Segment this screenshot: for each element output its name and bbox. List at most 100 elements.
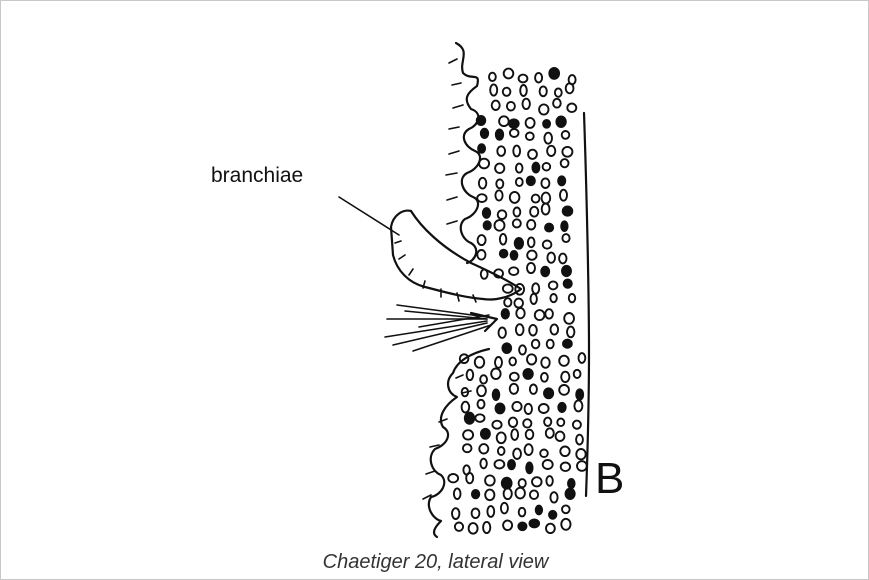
granule bbox=[573, 421, 581, 429]
panel-letter: B bbox=[595, 454, 624, 503]
granule bbox=[477, 250, 485, 260]
granule bbox=[553, 99, 561, 108]
granule bbox=[515, 238, 523, 249]
granule bbox=[454, 488, 461, 499]
granule bbox=[541, 267, 549, 277]
granule bbox=[556, 432, 565, 441]
granule bbox=[499, 328, 506, 338]
granule bbox=[465, 413, 474, 424]
granule bbox=[527, 354, 536, 364]
granule bbox=[500, 234, 506, 245]
dorsal-margin-upper bbox=[456, 43, 480, 263]
granule bbox=[567, 327, 574, 338]
chaetiger-drawing: branchiae B bbox=[1, 1, 869, 549]
granule bbox=[511, 251, 518, 260]
granule bbox=[504, 298, 511, 306]
granule bbox=[519, 75, 528, 83]
granule bbox=[550, 294, 556, 302]
granule bbox=[493, 390, 500, 401]
granule bbox=[513, 449, 521, 459]
granule bbox=[558, 403, 565, 412]
granule bbox=[564, 313, 574, 324]
granule bbox=[503, 88, 511, 96]
granule bbox=[566, 83, 574, 93]
granule bbox=[520, 85, 527, 96]
granule bbox=[514, 208, 521, 217]
granule bbox=[562, 131, 570, 139]
granule bbox=[509, 119, 519, 128]
granule bbox=[509, 267, 518, 275]
granule bbox=[480, 375, 487, 383]
granule bbox=[509, 418, 517, 427]
granule bbox=[477, 116, 486, 125]
granule bbox=[555, 88, 562, 96]
granule bbox=[564, 279, 572, 287]
granule bbox=[562, 234, 569, 242]
granule bbox=[523, 99, 530, 109]
granule bbox=[525, 444, 533, 455]
granule bbox=[547, 146, 555, 156]
granule bbox=[539, 404, 549, 413]
granule bbox=[518, 522, 526, 530]
granule bbox=[563, 340, 572, 348]
granule bbox=[527, 176, 535, 185]
granule bbox=[481, 429, 490, 439]
granule bbox=[540, 450, 548, 458]
granule bbox=[495, 190, 502, 200]
granule bbox=[567, 104, 576, 113]
granule bbox=[503, 521, 512, 531]
granule bbox=[531, 294, 537, 304]
granule bbox=[519, 508, 526, 517]
granule bbox=[504, 488, 512, 499]
granule bbox=[530, 207, 538, 217]
granule bbox=[467, 370, 474, 380]
granule bbox=[511, 429, 518, 440]
granule bbox=[530, 490, 538, 499]
granule bbox=[546, 428, 554, 438]
granule bbox=[510, 192, 520, 203]
granule bbox=[558, 176, 565, 185]
granule bbox=[455, 523, 463, 531]
granule bbox=[543, 241, 552, 249]
granule bbox=[497, 146, 505, 156]
granule bbox=[481, 129, 488, 138]
granule bbox=[497, 432, 506, 443]
granule bbox=[463, 444, 472, 452]
granule bbox=[536, 506, 542, 515]
granule bbox=[540, 86, 547, 96]
granule bbox=[568, 479, 575, 488]
granule bbox=[576, 389, 583, 399]
figure-caption: Chaetiger 20, lateral view bbox=[1, 551, 869, 574]
granule bbox=[559, 356, 569, 366]
granule bbox=[559, 385, 569, 395]
granule bbox=[562, 266, 571, 276]
granule bbox=[561, 372, 569, 382]
granule bbox=[472, 490, 479, 498]
granule bbox=[516, 488, 525, 499]
granule bbox=[462, 402, 470, 413]
granule bbox=[492, 101, 500, 110]
granule bbox=[496, 179, 503, 188]
granule bbox=[546, 476, 552, 486]
granule bbox=[541, 357, 549, 367]
granule bbox=[530, 385, 537, 394]
granule bbox=[496, 129, 503, 139]
granule bbox=[479, 444, 488, 453]
granule bbox=[532, 195, 540, 203]
granule bbox=[498, 210, 507, 219]
granule bbox=[475, 357, 484, 368]
granule bbox=[502, 478, 512, 489]
granule bbox=[526, 463, 532, 474]
granule bbox=[510, 373, 519, 381]
granule bbox=[448, 474, 458, 482]
granule bbox=[525, 404, 532, 414]
granule bbox=[557, 419, 564, 427]
granule bbox=[579, 353, 586, 363]
granule bbox=[510, 129, 519, 137]
granule bbox=[547, 340, 554, 349]
granule bbox=[503, 284, 513, 292]
chaetae-bundle bbox=[385, 305, 497, 351]
granule bbox=[483, 522, 490, 533]
granule bbox=[479, 159, 489, 169]
granule bbox=[491, 369, 500, 380]
